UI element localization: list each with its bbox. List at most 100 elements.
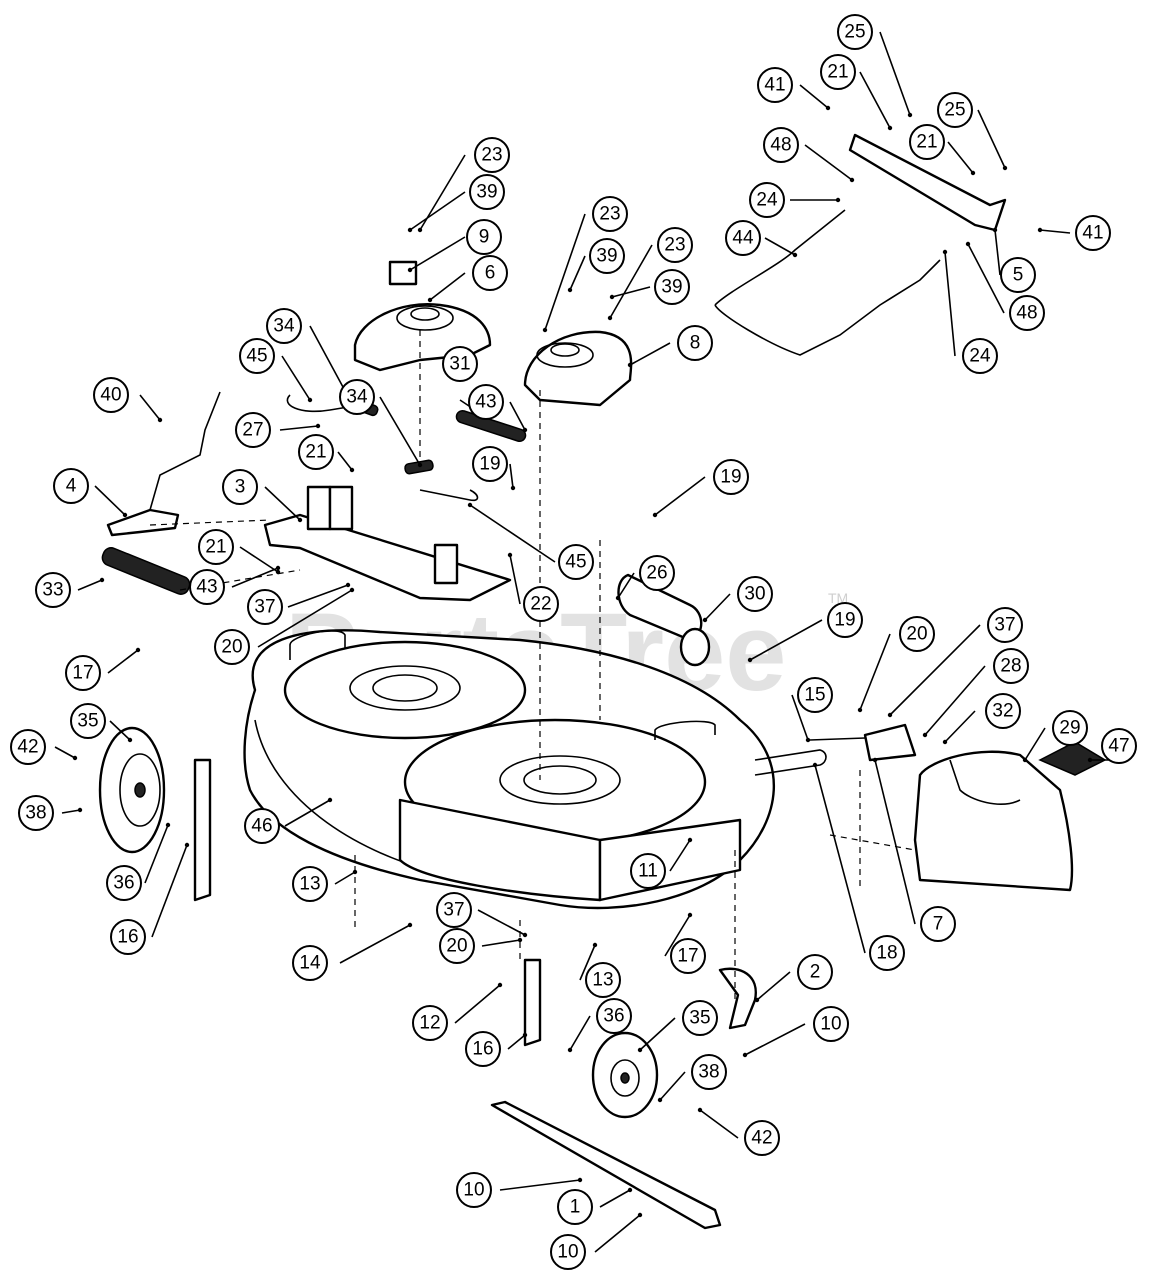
callout-number: 16 (117, 927, 138, 948)
callout-number: 48 (770, 135, 791, 156)
deflector-shield (718, 967, 757, 1030)
callout-number: 9 (479, 227, 490, 248)
callout-19: 19 (472, 446, 516, 491)
callout-circle (820, 54, 856, 90)
leader-arrow (792, 252, 798, 258)
leader-arrow (872, 757, 878, 763)
callout-circle (214, 629, 250, 665)
callout-43: 43 (189, 565, 281, 605)
leader-line (264, 486, 301, 521)
leader-arrow (805, 737, 811, 743)
callout-number: 23 (664, 235, 685, 256)
callout-number: 14 (299, 953, 321, 974)
callout-48: 48 (763, 127, 855, 183)
callout-number: 39 (661, 277, 682, 298)
callout-number: 8 (690, 333, 701, 354)
callout-circle (639, 555, 675, 591)
callout-number: 40 (100, 385, 121, 406)
leader-arrow (835, 197, 841, 203)
leader-arrow (907, 112, 913, 118)
leader-arrow (687, 912, 693, 918)
callout-10: 10 (456, 1172, 583, 1208)
callout-number: 21 (827, 62, 848, 83)
hanger-bracket-assembly (263, 485, 512, 602)
leader-line (477, 909, 526, 936)
leader-line (791, 694, 809, 741)
callout-number: 18 (876, 943, 897, 964)
leader-line (947, 141, 974, 174)
callout-circle (472, 446, 508, 482)
leader-arrow (615, 595, 621, 601)
callout-13: 13 (579, 942, 621, 998)
callout-number: 41 (1082, 223, 1103, 244)
callout-number: 10 (463, 1180, 484, 1201)
callout-circle (456, 1172, 492, 1208)
rear-rod (754, 749, 827, 776)
callout-circle (247, 589, 283, 625)
callout-circle (1000, 257, 1036, 293)
callout-37: 37 (436, 892, 528, 938)
callout-12: 12 (412, 982, 503, 1041)
callout-circle (412, 1005, 448, 1041)
leader-line (579, 944, 596, 981)
leader-arrow (542, 327, 548, 333)
callout-42: 42 (697, 1107, 780, 1156)
leader-line (409, 236, 466, 271)
callout-number: 24 (756, 190, 778, 211)
callout-19: 19 (747, 602, 863, 663)
callout-48: 48 (965, 241, 1045, 331)
callout-circle (239, 338, 275, 374)
leader-arrow (857, 707, 863, 713)
leader-arrow (652, 512, 658, 518)
callout-6: 6 (427, 255, 508, 303)
leader-arrow (592, 942, 598, 948)
callout-34: 34 (339, 379, 423, 468)
callout-number: 43 (475, 392, 496, 413)
callout-number: 36 (113, 873, 134, 894)
callout-17: 17 (65, 647, 141, 691)
callout-45: 45 (239, 338, 313, 403)
leader-arrow (510, 485, 516, 491)
callout-circle (110, 919, 146, 955)
callout-circle (65, 655, 101, 691)
callout-number: 25 (844, 22, 865, 43)
callout-16: 16 (110, 842, 190, 955)
leader-arrow (627, 362, 633, 368)
leader-arrow (407, 227, 413, 233)
callout-20: 20 (439, 928, 523, 964)
leader-line (659, 1071, 686, 1101)
leader-arrow (517, 937, 523, 943)
leader-line (54, 746, 76, 759)
leader-line (609, 244, 653, 319)
leader-line (429, 272, 466, 301)
callout-circle (1052, 710, 1088, 746)
callout-7: 7 (872, 757, 956, 942)
leader-arrow (754, 997, 760, 1003)
callout-circle (18, 795, 54, 831)
support-rods (286, 394, 479, 502)
callout-28: 28 (922, 648, 1029, 738)
leader-line (569, 1015, 591, 1051)
callout-circle (292, 945, 328, 981)
leader-line (629, 342, 671, 366)
callout-circle (744, 1120, 780, 1156)
callout-number: 39 (596, 246, 617, 267)
callout-circle (797, 954, 833, 990)
leader-line (107, 649, 139, 674)
leader-line (239, 546, 279, 573)
callout-circle (442, 346, 478, 382)
leader-arrow (165, 822, 171, 828)
callout-23: 23 (542, 196, 628, 333)
leader-line (94, 485, 126, 516)
callout-34: 34 (266, 308, 353, 403)
callout-2: 2 (754, 954, 833, 1003)
leader-arrow (702, 617, 708, 623)
callout-10: 10 (742, 1006, 849, 1058)
callout-number: 33 (42, 580, 63, 601)
callout-circle (558, 544, 594, 580)
callout-37: 37 (887, 607, 1023, 718)
callout-number: 5 (1013, 265, 1024, 286)
callout-circle (1075, 215, 1111, 251)
callout-number: 31 (449, 354, 470, 375)
callout-number: 32 (992, 701, 1013, 722)
